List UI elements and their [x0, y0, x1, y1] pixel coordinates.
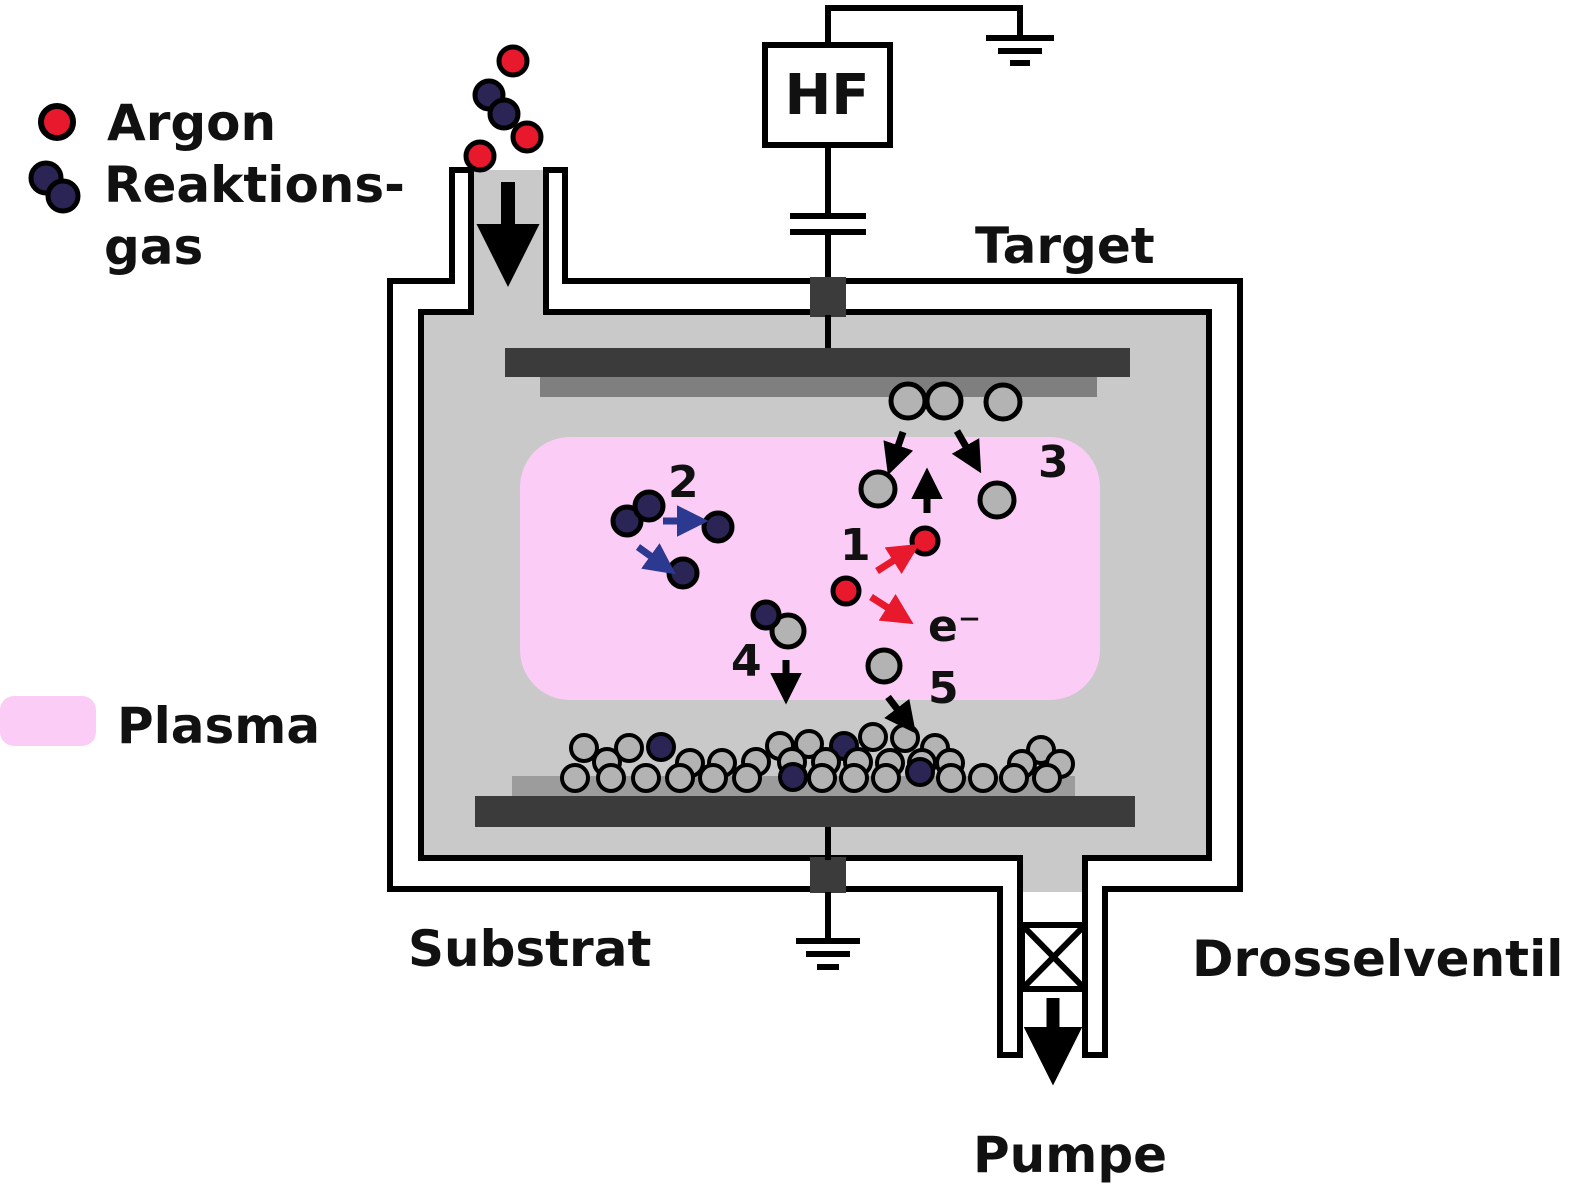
plasma-particles-group [610, 469, 1017, 685]
argon-particle [463, 139, 497, 173]
wall-cover [545, 277, 566, 286]
atom-particle [983, 382, 1023, 422]
atom-particle [977, 480, 1017, 520]
gas-particle [778, 762, 808, 792]
step-5-label: 5 [928, 663, 959, 714]
atom-particle [888, 381, 928, 421]
gas-particle [701, 510, 735, 544]
atom-particle [631, 763, 661, 793]
step-4-label: 4 [731, 636, 762, 687]
target-electrode [505, 348, 1130, 377]
target-label: Target [975, 217, 1155, 275]
capacitor-icon [790, 213, 866, 235]
substrate-electrode [475, 796, 1135, 827]
argon-particle [496, 44, 530, 78]
inlet-particles-group [463, 44, 544, 173]
step-1-label: 1 [840, 520, 871, 571]
wall-cover [1084, 884, 1106, 894]
ground-icon-bottom [796, 938, 860, 970]
gas-particle [905, 757, 935, 787]
atom-particle [924, 381, 964, 421]
gas-particle [487, 97, 521, 131]
deposit-down-arrow [884, 694, 916, 734]
atom-particle [1032, 763, 1062, 793]
hf-to-ground-wire [825, 5, 1023, 45]
atom-particle [560, 763, 590, 793]
hf-generator-label: HF [784, 63, 869, 128]
substrate-feedthrough [810, 857, 846, 893]
target-feedthrough [810, 277, 846, 317]
atom-particle [614, 733, 644, 763]
atom-particle [936, 763, 966, 793]
gas-particle [646, 732, 676, 762]
atom-particle [596, 763, 626, 793]
drosselventil-label: Drosselventil [1192, 930, 1563, 988]
legend-plasma-swatch [0, 696, 96, 746]
pumpe-label: Pumpe [973, 1126, 1167, 1184]
legend-argon-icon [38, 103, 76, 141]
argon-particle [510, 120, 544, 154]
ionize-down-arrow [869, 593, 914, 625]
atom-particle [865, 647, 903, 685]
gas-particle [666, 556, 700, 590]
atom-particle [665, 763, 695, 793]
atom-particle [698, 763, 728, 793]
target-atoms-group [888, 381, 1023, 422]
atom-particle [569, 733, 599, 763]
atom-particle [769, 612, 807, 650]
legend-reaktionsgas-icon [45, 178, 81, 214]
hf-generator [762, 42, 893, 148]
gas-particle [750, 599, 782, 631]
legend-reaktionsgas-label-line1: Reaktions- [104, 156, 405, 214]
atom-particle [858, 469, 898, 509]
legend-reaktionsgas-label-line2: gas [104, 218, 203, 276]
wall-cover [451, 277, 472, 286]
sputter-right-arrow [951, 429, 982, 474]
atom-particle [839, 763, 869, 793]
atom-particle [732, 763, 762, 793]
ground-icon-top [986, 35, 1054, 66]
atom-particle [858, 722, 888, 752]
substrat-label: Substrat [408, 920, 651, 978]
atom-particle [807, 763, 837, 793]
argon-particle [830, 575, 862, 607]
atom-particle [999, 763, 1029, 793]
legend-argon-label: Argon [107, 94, 276, 152]
throttle-valve-icon [1019, 922, 1088, 992]
ionize-up-arrow [875, 543, 920, 575]
atom-particle [890, 723, 920, 753]
step-2-label: 2 [668, 457, 699, 508]
legend: Argon Reaktions- gas Plasma [0, 94, 405, 755]
pump-outlet-lumen [1020, 854, 1085, 892]
gas-particle [632, 489, 666, 523]
plasma-region [520, 437, 1100, 700]
deposit-particles-group [560, 722, 1075, 793]
legend-plasma-label: Plasma [117, 697, 320, 755]
sputter-left-arrow [883, 430, 914, 476]
gas-inlet-tube [449, 167, 568, 315]
atom-particle [871, 763, 901, 793]
atom-particle [794, 729, 824, 759]
electron-label: e⁻ [928, 601, 981, 652]
wall-cover [999, 884, 1021, 894]
atom-particle [968, 763, 998, 793]
dissociate-diag-arrow [635, 543, 676, 575]
step-3-label: 3 [1038, 437, 1069, 488]
argon-particle [909, 525, 941, 557]
arrows-group [476, 182, 1083, 1086]
gas-particle [610, 504, 644, 538]
